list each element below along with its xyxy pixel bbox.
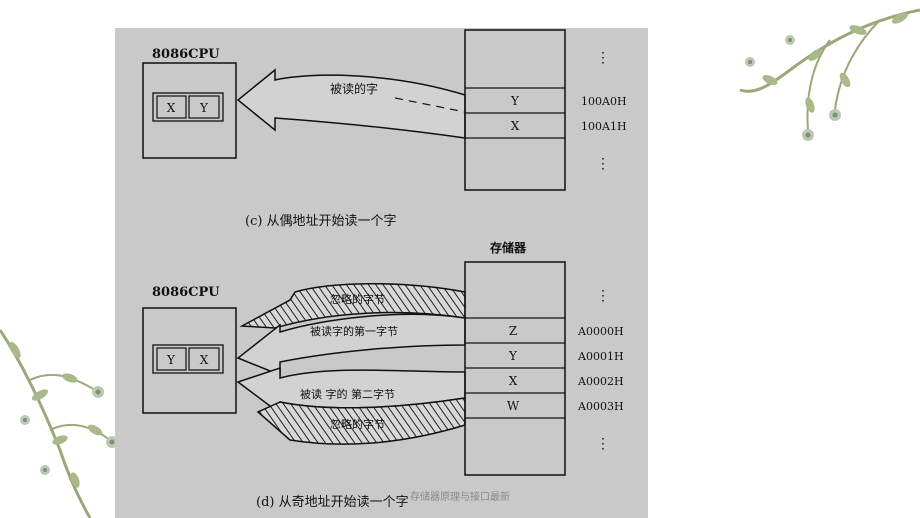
bottom-register-left-value: Y [166, 353, 176, 367]
bottom-address-label: A0000H [577, 325, 624, 338]
bottom-ignored-arrow-bottom [256, 397, 466, 445]
bottom-arrow-label-ignored-top: 忽略的字节 [330, 292, 385, 306]
bottom-first-byte-arrow [236, 313, 466, 377]
top-caption: (c) 从偶地址开始读一个字 [245, 214, 397, 229]
decor-branch-top-right [739, 8, 920, 141]
top-register-left [156, 95, 187, 119]
bottom-arrow-label-second-byte: 被读 字的 第二字节 [300, 387, 395, 401]
bottom-address-label: A0003H [577, 400, 624, 413]
bottom-cpu-label: 8086CPU [152, 285, 220, 300]
bottom-ignored-arrow-top [239, 283, 466, 329]
bottom-memory-title: 存储器 [489, 240, 527, 255]
bottom-caption: (d) 从奇地址开始读一个字 [256, 494, 409, 510]
top-register-right [188, 95, 220, 119]
bottom-address-label: A0002H [577, 375, 624, 388]
bottom-arrow-label-ignored-bottom: 忽略的字节 [330, 417, 385, 431]
decor-branch-bottom-left [0, 329, 118, 518]
top-register-box [152, 92, 224, 122]
bottom-memory-cell: Y [508, 349, 518, 363]
top-address-label: 100A0H [581, 95, 627, 108]
bottom-memory-cell: X [509, 374, 518, 388]
bottom-register-left [156, 347, 187, 371]
top-arrow-dash [394, 97, 466, 113]
bottom-register-right-value: X [200, 353, 209, 367]
bottom-ellipsis-lower: ⋮ [596, 436, 610, 452]
top-memory-cell: X [511, 119, 520, 133]
bottom-register-box [152, 344, 224, 374]
bottom-address-label: A0001H [577, 350, 624, 363]
bottom-ellipsis-upper: ⋮ [596, 288, 610, 304]
bottom-cpu-box [142, 307, 237, 414]
top-address-label: 100A1H [581, 120, 627, 133]
top-register-right-value: Y [199, 101, 209, 115]
top-read-arrow [236, 68, 466, 139]
top-cpu-label: 8086CPU [152, 47, 220, 62]
bottom-memory-cell: Z [509, 324, 517, 338]
top-memory-column [464, 29, 566, 191]
top-ellipsis-upper: ⋮ [596, 50, 610, 66]
top-memory-cell: Y [510, 94, 520, 108]
top-ellipsis-lower: ⋮ [596, 156, 610, 172]
top-register-left-value: X [167, 101, 176, 115]
top-arrow-label: 被读的字 [330, 81, 378, 96]
bottom-register-right [188, 347, 220, 371]
slide-footer: 存储器原理与接口最新 [410, 492, 510, 503]
bottom-arrow-label-first-byte: 被读字的第一字节 [310, 324, 398, 338]
bottom-memory-cell: W [507, 399, 520, 413]
top-cpu-box [142, 62, 237, 159]
